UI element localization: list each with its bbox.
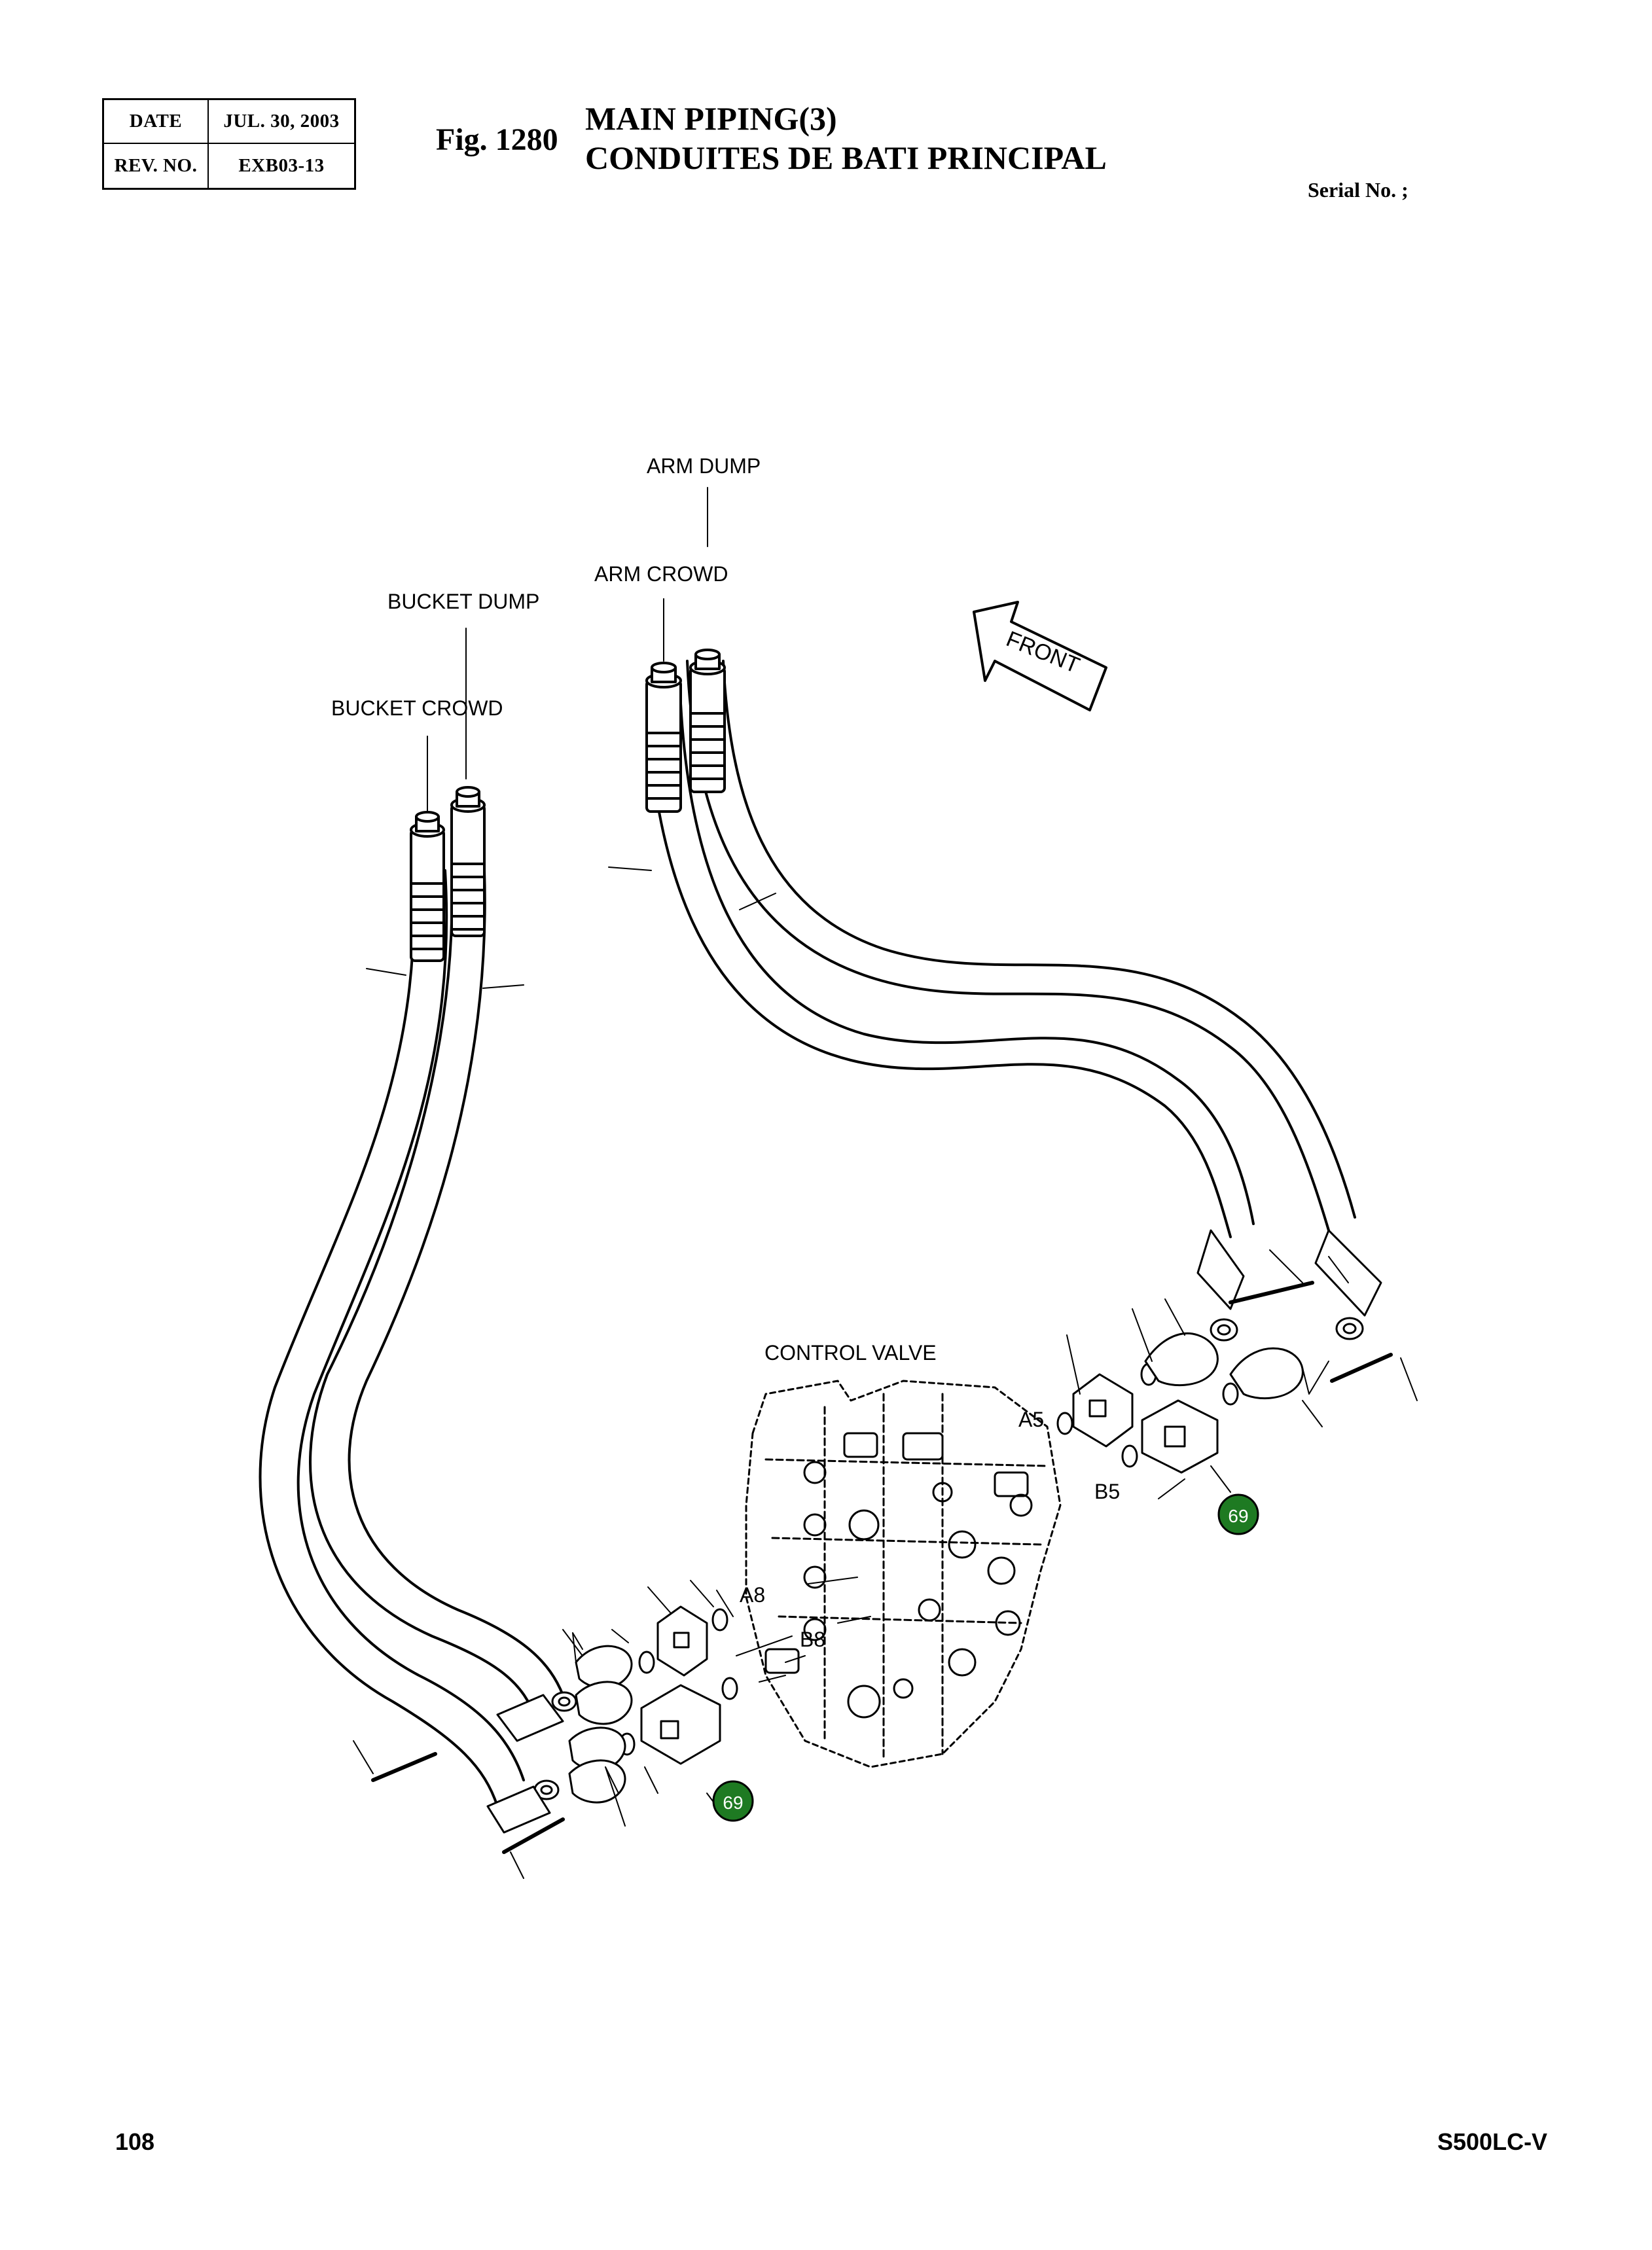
- arm-crowd-fitting: [645, 662, 682, 813]
- date-label: DATE: [104, 100, 209, 144]
- part-badge-lower: 69: [712, 1780, 754, 1822]
- arm-crowd-label: ARM CROWD: [594, 562, 728, 586]
- figure-title-english: MAIN PIPING(3): [585, 100, 837, 137]
- control-valve-label: CONTROL VALVE: [764, 1341, 937, 1365]
- bucket-crowd-label: BUCKET CROWD: [331, 696, 503, 720]
- figure-number: Fig. 1280: [436, 122, 558, 157]
- upper-flange-fittings: [1056, 1229, 1393, 1474]
- front-arrow: [973, 601, 1107, 711]
- leader-lines: [366, 487, 776, 989]
- serial-number: Serial No. ;: [1308, 178, 1409, 202]
- bucket-crowd-fitting: [410, 811, 445, 962]
- port-b8-label: B8: [800, 1628, 825, 1651]
- part-badge-upper-number: 69: [1228, 1506, 1248, 1526]
- lower-flange-fittings: [371, 1605, 738, 1854]
- rev-label: REV. NO.: [104, 144, 209, 188]
- page-number: 108: [115, 2128, 155, 2155]
- arm-dump-label: ARM DUMP: [647, 454, 761, 478]
- port-b5-label: B5: [1094, 1480, 1120, 1503]
- arm-crowd-hose: [645, 702, 1255, 1238]
- part-badge-lower-number: 69: [723, 1793, 743, 1813]
- date-value: JUL. 30, 2003: [209, 100, 354, 144]
- part-badge-upper: 69: [1217, 1493, 1259, 1535]
- control-valve-body: [745, 1380, 1062, 1768]
- rev-value: EXB03-13: [238, 155, 325, 176]
- revision-table: DATE JUL. 30, 2003 REV. NO. EXB03-13: [102, 98, 356, 190]
- port-a5-label: A5: [1018, 1408, 1044, 1431]
- valve-port-leaders: [785, 1577, 871, 1663]
- arm-dump-hose: [686, 660, 1356, 1232]
- model-code: S500LC-V: [1437, 2128, 1548, 2155]
- bucket-dump-hose: [309, 869, 564, 1723]
- figure-title-french: CONDUITES DE BATI PRINCIPAL: [585, 139, 1107, 176]
- arm-dump-fitting: [689, 649, 726, 793]
- upper-leader-lines: [1066, 1249, 1418, 1499]
- bucket-dump-fitting: [450, 786, 486, 937]
- port-a8-label: A8: [740, 1583, 765, 1607]
- bucket-dump-label: BUCKET DUMP: [387, 590, 539, 613]
- bucket-crowd-hose: [259, 869, 525, 1808]
